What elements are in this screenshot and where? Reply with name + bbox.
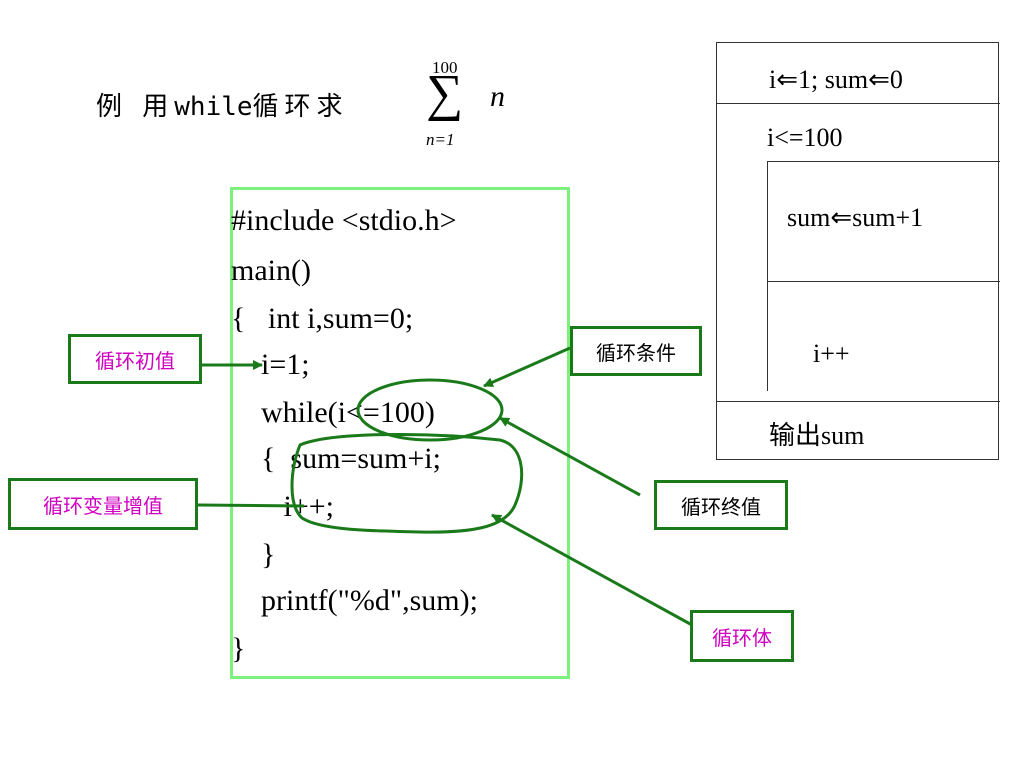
ns-divider-2 [767, 281, 1000, 282]
ns-flowchart: i⇐1; sum⇐0 i<=100 sum⇐sum+1 i++ 输出sum [716, 42, 1000, 460]
label-loop-condition: 循环条件 [570, 326, 702, 376]
code-box: #include <stdio.h> main() { int i,sum=0;… [230, 187, 570, 679]
title-prefix: 例 用 [96, 92, 175, 122]
arrow-increment [197, 503, 305, 508]
label-loop-init: 循环初值 [68, 334, 202, 384]
code-line-3: { int i,sum=0; [231, 302, 414, 335]
code-line-4: i=1; [231, 348, 310, 381]
sum-upper-limit: 100 [432, 58, 458, 77]
ns-body-top [767, 161, 1000, 162]
ns-body-stmt1: sum⇐sum+1 [787, 203, 924, 232]
code-line-10: } [231, 632, 246, 665]
ns-init: i⇐1; sum⇐0 [769, 65, 903, 94]
condition-circle [356, 378, 504, 442]
ns-divider-3 [717, 401, 1000, 402]
loop-body-outline [290, 433, 524, 534]
code-line-8: } [231, 538, 276, 571]
summation-formula: 100 ∑ n=1 n [424, 58, 524, 154]
ns-loop-condition: i<=100 [767, 123, 843, 152]
title-keyword: while [174, 92, 253, 122]
ns-body-stmt2: i++ [813, 339, 850, 368]
title-text: 例 用while循环求 [96, 86, 349, 123]
code-line-5: while(i<=100) [231, 396, 435, 429]
title-suffix: 循环求 [252, 92, 349, 122]
ns-divider-1 [717, 103, 1000, 104]
arrow-final [499, 416, 641, 497]
label-loop-final: 循环终值 [654, 480, 788, 530]
code-line-2: main() [231, 254, 311, 287]
sigma-symbol: ∑ [426, 65, 464, 122]
code-line-6: { sum=sum+i; [231, 442, 441, 475]
ns-output: 输出sum [769, 421, 865, 450]
arrow-condition [483, 346, 571, 388]
code-line-1: #include <stdio.h> [231, 204, 457, 237]
ns-body-left [767, 161, 768, 391]
sum-term: n [490, 80, 505, 113]
label-loop-body: 循环体 [690, 610, 794, 662]
code-line-9: printf("%d",sum); [231, 584, 478, 617]
sum-lower-limit: n=1 [426, 130, 455, 149]
label-loop-increment: 循环变量增值 [8, 478, 198, 530]
arrow-body [491, 513, 693, 627]
